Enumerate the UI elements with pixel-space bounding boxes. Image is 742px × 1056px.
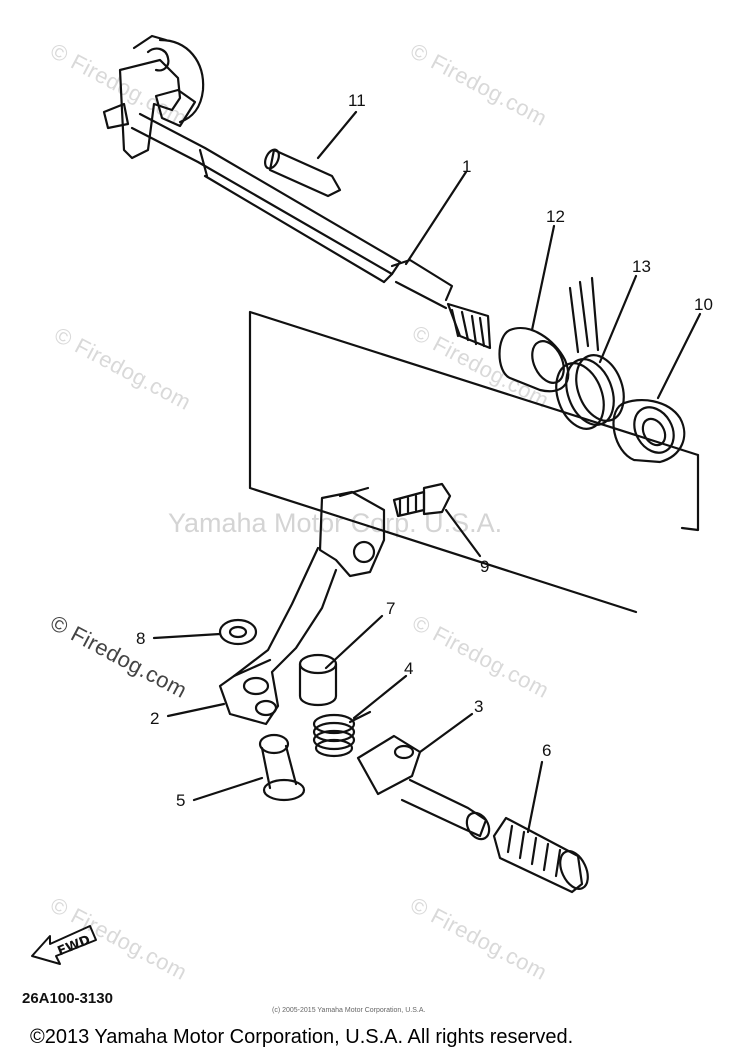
leader-1 bbox=[404, 170, 468, 266]
washer bbox=[218, 618, 258, 646]
leader-6 bbox=[526, 760, 544, 834]
reference-frame bbox=[248, 310, 700, 614]
watermark-yamaha: Yamaha Motor Corp. U.S.A. bbox=[168, 508, 503, 538]
callout-11: 11 bbox=[348, 91, 366, 110]
callout-12: 12 bbox=[546, 207, 565, 226]
callout-13: 13 bbox=[632, 257, 651, 276]
callout-8: 8 bbox=[136, 629, 146, 648]
leader-8 bbox=[152, 632, 222, 640]
callout-6: 6 bbox=[542, 741, 552, 760]
bushing bbox=[298, 653, 338, 707]
dowel-pin bbox=[264, 148, 342, 198]
leader-10 bbox=[656, 312, 702, 400]
leader-7 bbox=[324, 614, 384, 670]
collar bbox=[498, 327, 570, 393]
bolt bbox=[392, 482, 452, 518]
callout-9: 9 bbox=[480, 557, 490, 576]
shift-shaft bbox=[102, 34, 492, 350]
leader-13 bbox=[598, 274, 638, 364]
callout-10: 10 bbox=[694, 295, 713, 314]
leader-11 bbox=[316, 110, 358, 160]
torsion-spring bbox=[555, 276, 625, 430]
pedal-rubber bbox=[492, 816, 589, 894]
leader-5 bbox=[192, 776, 264, 802]
footer-copyright: ©2013 Yamaha Motor Corporation, U.S.A. A… bbox=[30, 1026, 574, 1048]
pivot-pin bbox=[258, 733, 306, 802]
callout-7: 7 bbox=[386, 599, 396, 618]
fwd-label: FWD bbox=[56, 933, 93, 960]
oil-seal bbox=[612, 398, 686, 464]
spring bbox=[312, 710, 372, 758]
leader-12 bbox=[530, 224, 556, 332]
leader-4 bbox=[352, 674, 408, 720]
shift-pedal bbox=[356, 734, 491, 841]
small-copyright: (c) 2005-2015 Yamaha Motor Corporation, … bbox=[272, 1007, 426, 1014]
leader-2 bbox=[166, 702, 226, 718]
leader-3 bbox=[418, 712, 474, 754]
callout-4: 4 bbox=[404, 659, 414, 678]
shift-pedal-arm bbox=[218, 486, 386, 726]
drawing-code: 26A100-3130 bbox=[22, 990, 113, 1007]
callout-3: 3 bbox=[474, 697, 484, 716]
callout-5: 5 bbox=[176, 791, 186, 810]
callout-1: 1 bbox=[462, 157, 472, 176]
callout-2: 2 bbox=[150, 709, 160, 728]
fwd-arrow-icon bbox=[31, 925, 97, 965]
leader-9 bbox=[444, 508, 482, 558]
